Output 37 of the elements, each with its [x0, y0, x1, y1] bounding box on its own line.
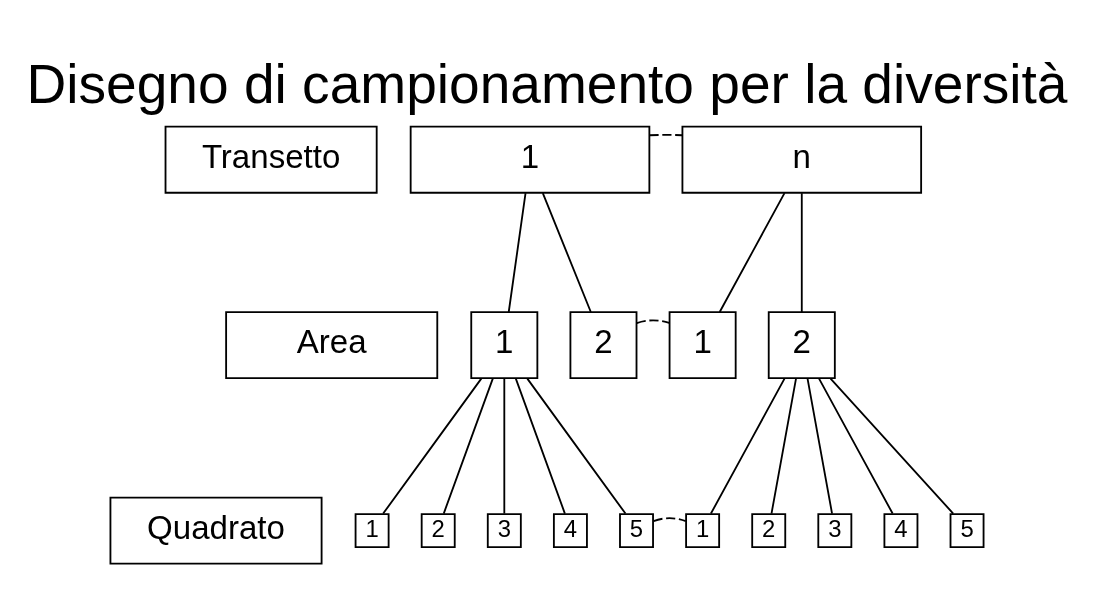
node-box: 5 [619, 512, 654, 548]
node-box: 4 [552, 512, 588, 548]
node-box: 1 [685, 512, 721, 548]
connector [652, 516, 687, 522]
connector [829, 377, 955, 514]
connector [770, 377, 797, 514]
node-box: n [681, 125, 923, 194]
node-box: 1 [668, 310, 737, 379]
connector [382, 377, 483, 514]
node-box: Quadrato [109, 496, 323, 565]
node-box: 4 [883, 512, 919, 548]
node-box: Area [225, 310, 439, 379]
connector [718, 191, 786, 313]
connector [818, 377, 894, 514]
node-box: 3 [486, 512, 522, 548]
connector [507, 191, 527, 313]
node-box: 2 [751, 512, 787, 548]
connector [526, 377, 627, 514]
node-box: Transetto [164, 125, 378, 194]
diagram-title: Disegno di campionamento per la diversità [26, 52, 1068, 115]
connector [442, 377, 494, 514]
connector [635, 318, 671, 324]
node-box: 1 [470, 310, 539, 379]
connector [806, 377, 833, 514]
connector [710, 377, 786, 514]
node-box: 1 [409, 125, 651, 194]
node-box: 2 [420, 512, 456, 548]
node-box: 1 [354, 512, 390, 548]
connector [541, 191, 592, 313]
connector [648, 133, 684, 136]
node-box: 5 [949, 512, 985, 548]
node-box: 2 [767, 310, 836, 379]
connector [514, 377, 566, 514]
node-box: 2 [569, 310, 638, 379]
connector [503, 377, 506, 514]
connector [800, 191, 803, 313]
node-box: 3 [817, 512, 853, 548]
